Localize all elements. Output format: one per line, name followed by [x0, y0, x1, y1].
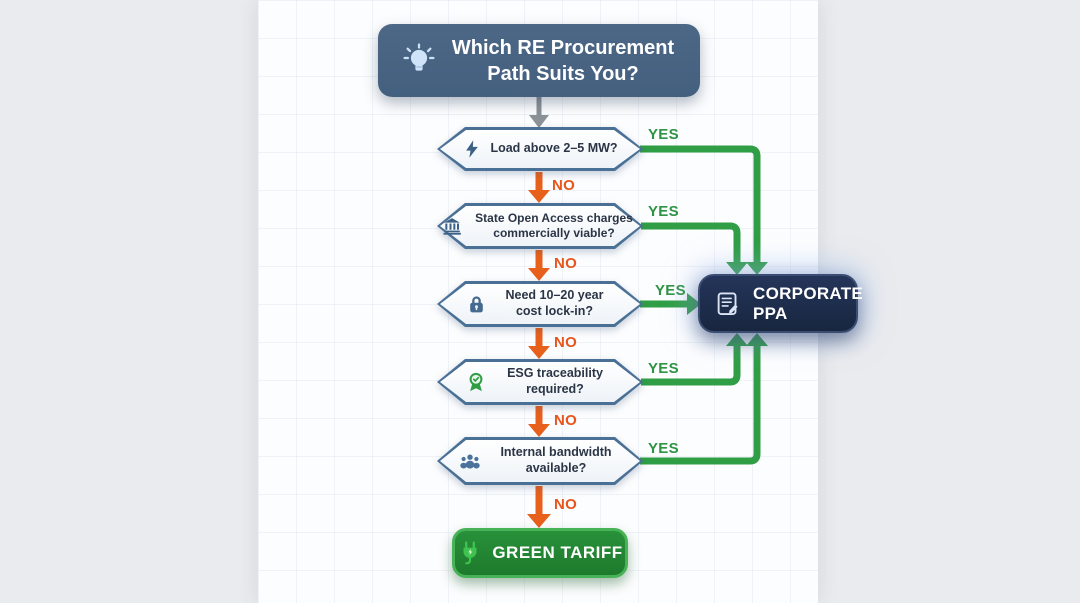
hexagon-fill: [440, 440, 640, 482]
corporate-ppa-label: CORPORATE PPA: [753, 284, 864, 323]
yes-label-lock-in: YES: [655, 282, 686, 299]
decision-node-load: Load above 2–5 MW?: [437, 127, 643, 171]
green-tariff-label: GREEN TARIFF: [492, 543, 623, 562]
decision-node-bandwidth: Internal bandwidth available?: [437, 437, 643, 485]
green-tariff-node: GREEN TARIFF: [452, 528, 628, 578]
decision-label: State Open Access charges commercially v…: [475, 211, 633, 240]
yes-label-load: YES: [648, 126, 679, 143]
ribbon-check-icon: [465, 371, 487, 393]
corporate-ppa-node: CORPORATE PPA: [698, 274, 863, 333]
lightning-icon: [462, 139, 482, 159]
no-label-lock-in: NO: [554, 334, 578, 351]
lightbulb-icon: [401, 42, 437, 79]
decision-label: ESG traceability required?: [507, 366, 603, 396]
yes-label-bandwidth: YES: [648, 440, 679, 457]
yes-label-open-access: YES: [648, 203, 679, 220]
decision-node-esg: ESG traceability required?: [437, 359, 643, 405]
yes-label-esg: YES: [648, 360, 679, 377]
decision-label: Need 10–20 year cost lock-in?: [505, 288, 604, 318]
no-label-load: NO: [552, 177, 576, 194]
decision-label: Internal bandwidth available?: [500, 445, 612, 475]
hexagon-fill: [440, 206, 640, 246]
decision-node-lock-in: Need 10–20 year cost lock-in?: [437, 281, 643, 327]
no-label-esg: NO: [554, 412, 578, 429]
decision-label: Load above 2–5 MW?: [490, 141, 618, 156]
plug-icon: [457, 540, 483, 566]
bank-building-icon: [442, 216, 462, 236]
people-icon: [458, 449, 482, 473]
document-pen-icon: [713, 289, 743, 319]
decision-node-open-access: State Open Access charges commercially v…: [437, 203, 643, 249]
lock-icon: [466, 294, 487, 315]
flowchart-title: Which RE Procurement Path Suits You?: [451, 36, 675, 85]
no-label-bandwidth: NO: [554, 496, 578, 513]
no-label-open-access: NO: [554, 255, 578, 272]
flowchart-title-box: Which RE Procurement Path Suits You?: [378, 24, 700, 97]
